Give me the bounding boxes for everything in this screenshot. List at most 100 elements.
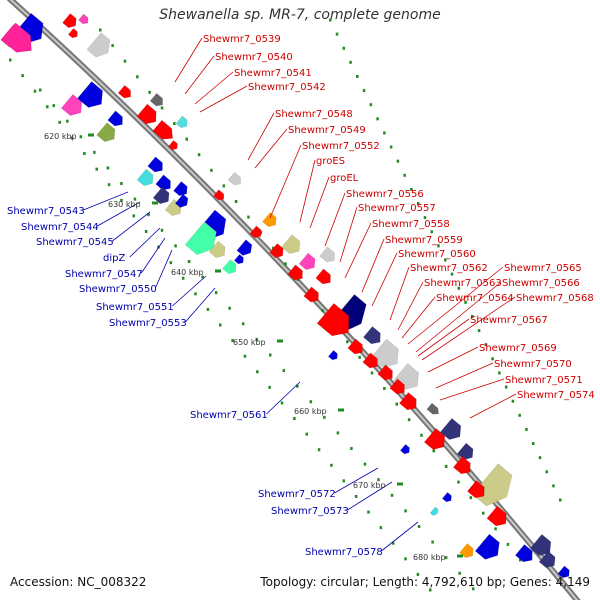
gene-arrow [429,506,439,516]
gene-arrow [62,13,77,29]
gene-arrow [136,168,154,186]
gene-arrow [362,352,378,369]
tick-dot [494,527,497,531]
tick-dot [538,456,542,460]
gene-label[interactable]: Shewmr7_0543 [7,206,85,217]
gene-label[interactable]: Shewmr7_0567 [470,315,548,326]
gene-label[interactable]: Shewmr7_0545 [36,237,114,248]
tick-dot [369,103,373,107]
gene-label[interactable]: Shewmr7_0563 [424,278,502,289]
gene-label[interactable]: Shewmr7_0557 [358,203,436,214]
gene-arrow [107,110,123,127]
leader-line [269,144,302,219]
tick-dot [450,272,454,276]
gene-label[interactable]: Shewmr7_0542 [248,82,326,93]
leader-line [347,481,393,511]
tick-dot [132,214,136,218]
gene-label[interactable]: Shewmr7_0544 [21,222,99,233]
gene-label[interactable]: Shewmr7_0573 [271,506,349,517]
gene-label[interactable]: Shewmr7_0548 [275,109,353,120]
gene-label[interactable]: Shewmr7_0539 [203,34,281,45]
gene-label[interactable]: groES [316,156,345,167]
tick-dot [410,187,413,191]
tick-dot [181,276,185,280]
gene-label[interactable]: Shewmr7_0547 [65,269,143,280]
kbp-label: 670 kbp [353,481,386,490]
leader-line [155,249,173,289]
gene-label[interactable]: Shewmr7_0558 [372,219,450,230]
tick-dot [342,46,346,50]
gene-arrow [152,186,170,204]
gene-arrow [234,254,244,265]
gene-arrow [315,268,331,285]
gene-label[interactable]: Shewmr7_0556 [346,189,424,200]
gene-label[interactable]: Shewmr7_0559 [385,235,463,246]
gene-arrow [281,234,301,254]
gene-label[interactable]: Shewmr7_0565 [504,263,582,274]
tick-dot [305,432,308,436]
tick-dot [173,122,176,126]
tick-dot [525,427,528,431]
tick-dot [329,18,332,22]
tick-dot [423,216,427,220]
gene-label[interactable]: Shewmr7_0570 [494,359,572,370]
gene-label[interactable]: Shewmr7_0571 [505,375,583,386]
gene-label[interactable]: dipZ [103,253,125,264]
gene-arrow [136,103,157,125]
tick-dot [404,557,407,561]
gene-label[interactable]: Shewmr7_0569 [479,343,557,354]
tick-dot [417,524,421,528]
tick-dot [222,184,226,188]
tick-dot [93,150,96,154]
gene-label[interactable]: Shewmr7_0562 [410,263,488,274]
gene-arrow [347,338,363,355]
gene-label[interactable]: Shewmr7_0552 [302,141,380,152]
leader-line [371,252,398,307]
tick-dot [99,28,102,32]
tick-dot [444,464,448,468]
gene-arrow [474,533,500,560]
gene-label[interactable]: Shewmr7_0550 [79,284,157,295]
gene-label[interactable]: groEL [330,173,359,184]
leader-line [112,211,151,242]
gene-arrow [168,140,178,151]
tick-dot [531,442,535,446]
tick-dot [491,357,494,361]
gene-label[interactable]: Shewmr7_0561 [190,410,268,421]
tick-dot [185,137,188,141]
tick-dot [107,183,111,187]
gene-label[interactable]: Shewmr7_0541 [234,68,312,79]
gene-label[interactable]: Shewmr7_0549 [288,125,366,136]
tick-dot [169,261,173,265]
gene-label[interactable]: Shewmr7_0578 [305,547,383,558]
gene-label[interactable]: Shewmr7_0572 [258,489,336,500]
leader-line [427,346,479,373]
tick-dot [148,90,151,94]
gene-arrow [227,171,241,186]
tick-dot [136,75,139,79]
gene-arrow [68,28,78,39]
tick-dot [321,309,324,313]
gene-label[interactable]: Shewmr7_0574 [517,390,595,401]
gene-label[interactable]: Shewmr7_0564 [436,293,514,304]
tick-dot [504,385,508,389]
gene-label[interactable]: Shewmr7_0568 [516,293,594,304]
gene-label[interactable]: Shewmr7_0560 [398,249,476,260]
gene-label[interactable]: Shewmr7_0566 [502,278,580,289]
tick-dot [429,588,432,592]
leader-line [199,85,248,113]
gene-label[interactable]: Shewmr7_0540 [215,52,293,63]
gene-arrow [236,239,253,256]
gene-arrow [515,544,533,563]
accession-text: Accession: NC_008322 [10,575,147,589]
tick-dot [376,117,379,121]
leader-line [309,176,330,229]
topology-text: Topology: circular; Length: 4,792,610 bp… [260,575,590,589]
tick-dot [518,413,521,417]
gene-arrow [316,303,350,337]
tick-dot [39,88,42,92]
gene-label[interactable]: Shewmr7_0551 [96,302,174,313]
tick-dot [247,215,250,219]
gene-label[interactable]: Shewmr7_0553 [109,318,187,329]
tick-dot [349,60,352,64]
